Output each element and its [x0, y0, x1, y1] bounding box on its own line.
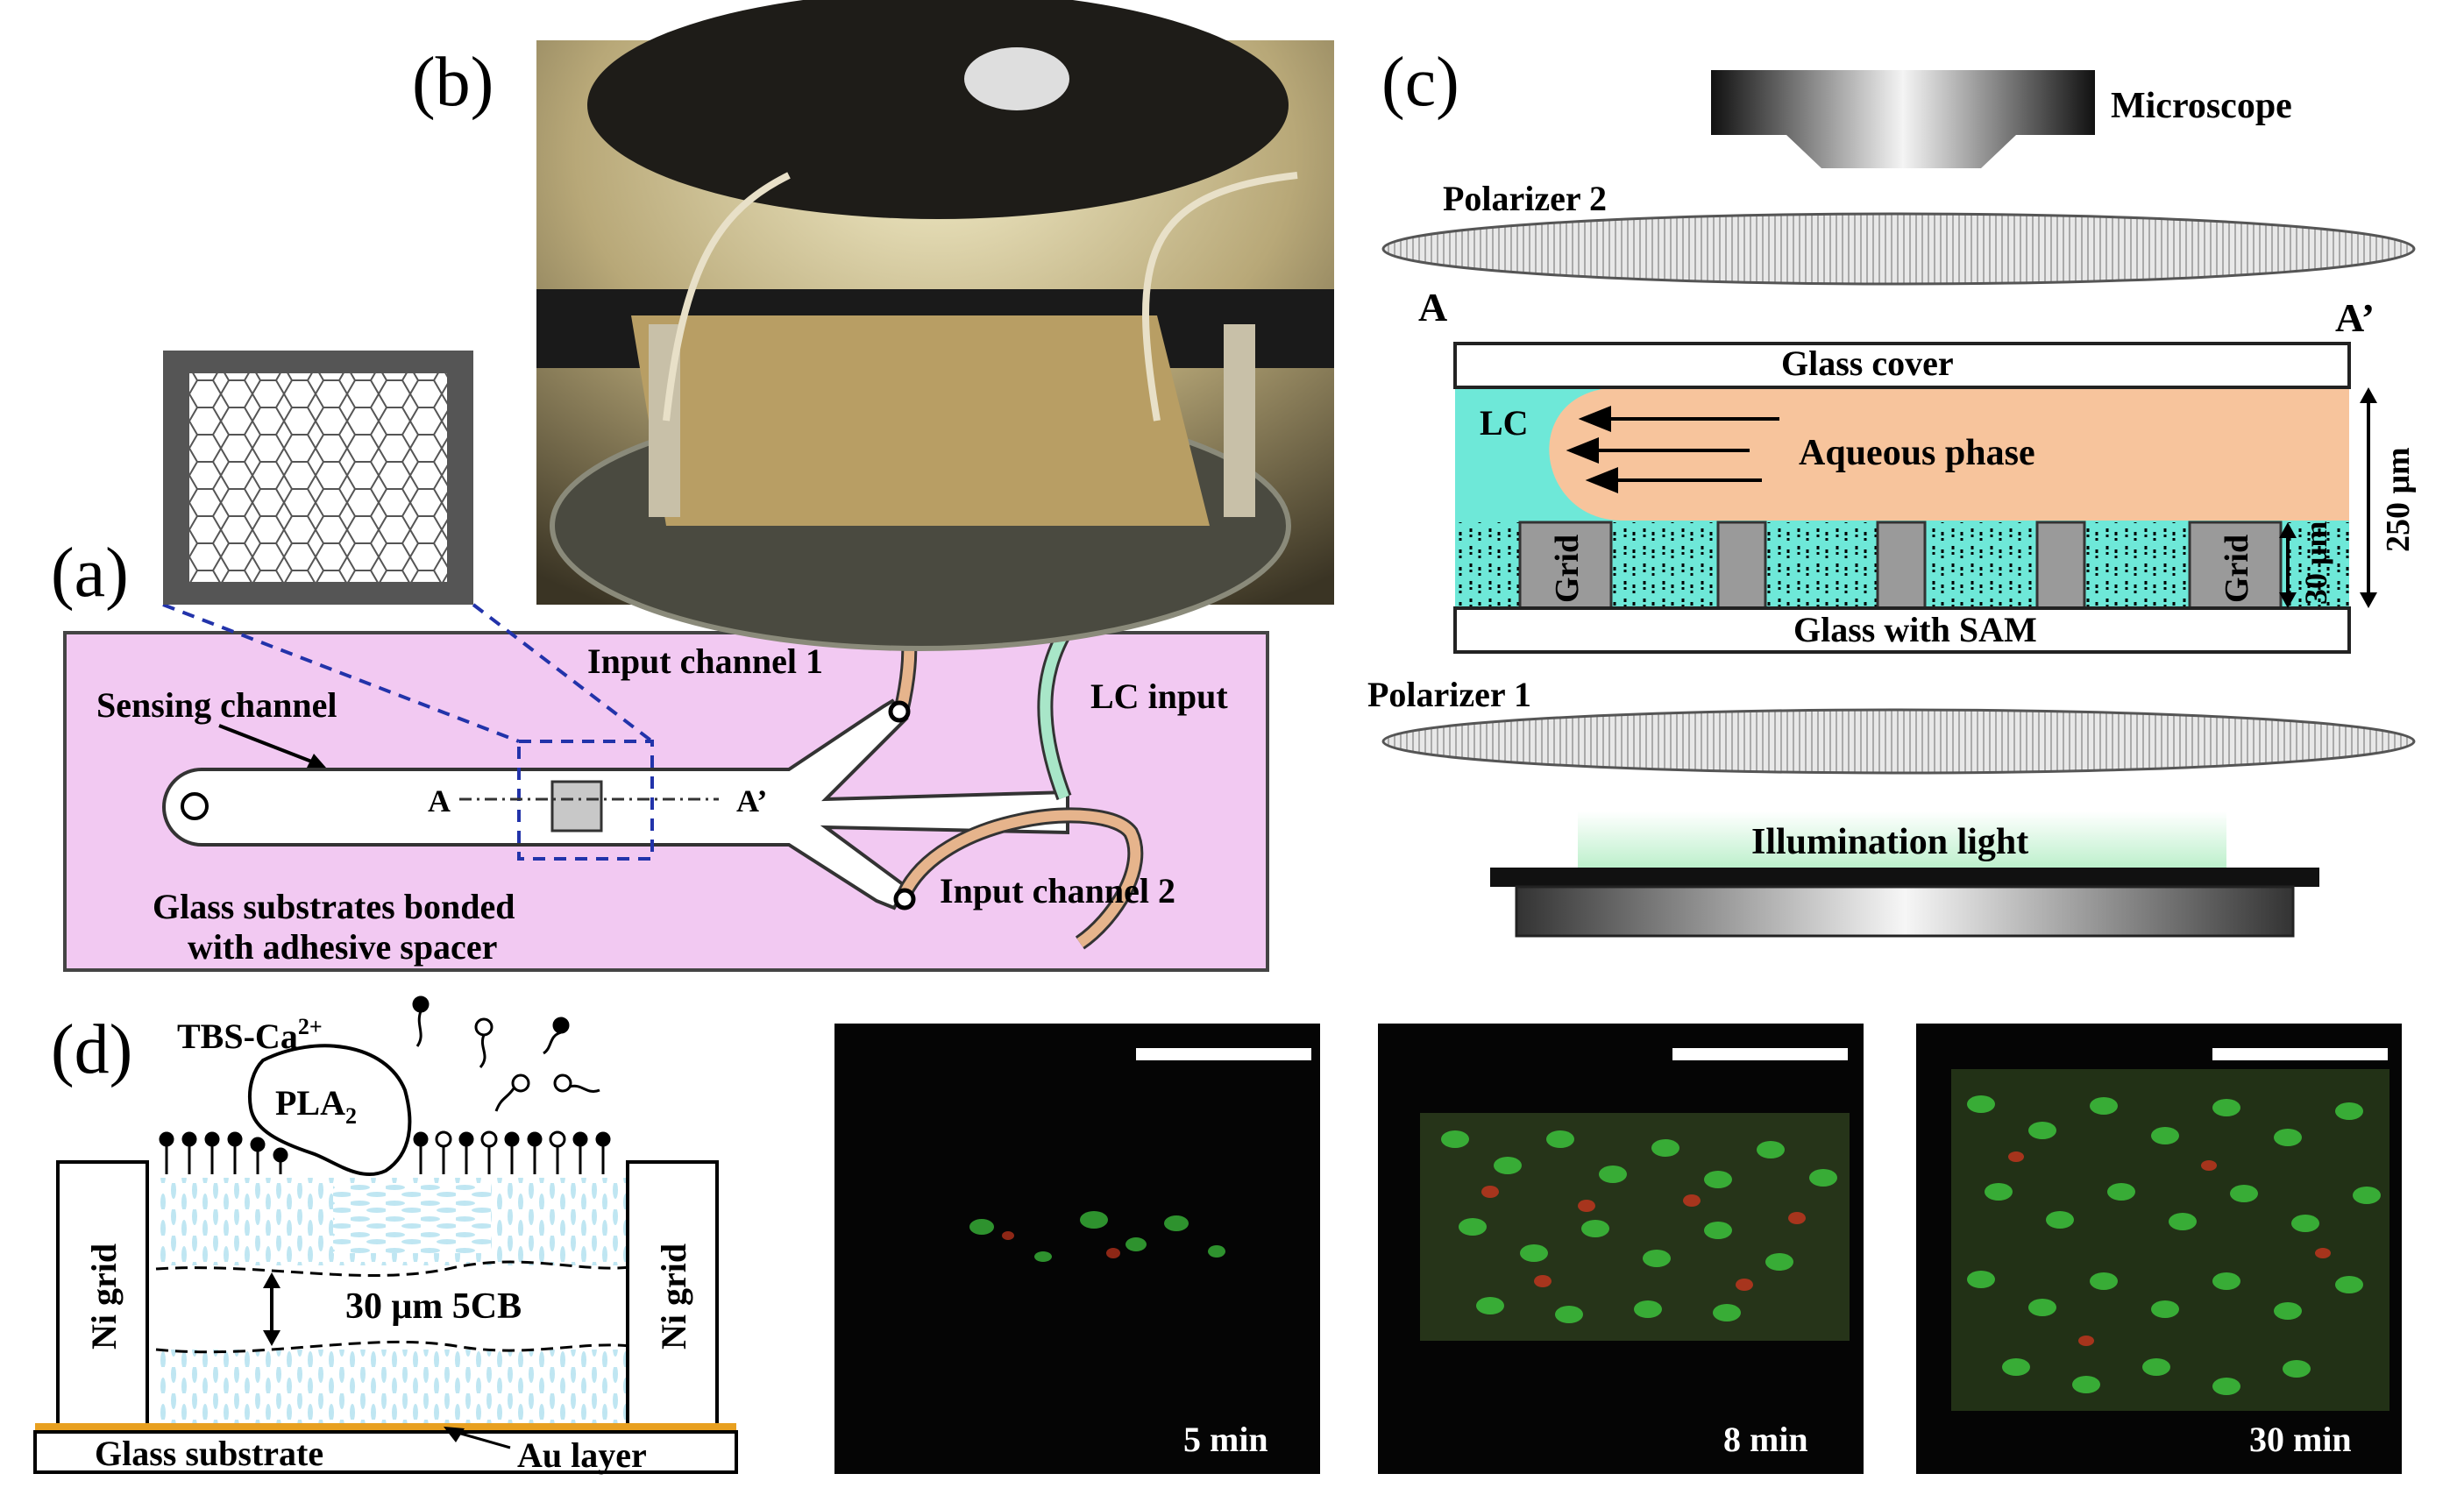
micrograph-5min-time: 5 min: [1183, 1420, 1268, 1459]
glass-with-sam-label: Glass with SAM: [1793, 610, 2037, 649]
glass-substrate-label: Glass substrate: [95, 1434, 323, 1473]
grid-label-left: Grid: [1549, 535, 1586, 603]
substrate-line2: with adhesive spacer: [188, 927, 497, 967]
micrograph-30min: 30 min: [1916, 1024, 2402, 1474]
label-d: (d): [51, 1011, 132, 1088]
microscope-label: Microscope: [2111, 86, 2292, 126]
micrograph-5min: 5 min: [834, 1024, 1320, 1474]
grid-label-right: Grid: [2219, 535, 2255, 603]
micrograph-8min-time: 8 min: [1723, 1420, 1808, 1459]
input-channel-1-label: Input channel 1: [587, 641, 823, 681]
label-a: (a): [51, 535, 129, 612]
ni-grid-label-left: Ni grid: [84, 1243, 124, 1350]
polarizer-2: [1381, 212, 2416, 286]
aqueous-phase-label: Aqueous phase: [1799, 433, 2035, 473]
pla2-enzyme: [248, 1044, 412, 1177]
lc-bottom-layer: [156, 1350, 631, 1427]
section-a-label-c: A: [1418, 285, 1447, 329]
panel-c: (c) Microscope Polarizer 2 A A’ Glass co…: [1367, 44, 2417, 938]
flow-arrows: [1566, 406, 1779, 493]
micrograph-strip: 5 min 8 min: [834, 1024, 2402, 1474]
glass-cover: [1453, 342, 2351, 389]
scale-bar: [2212, 1048, 2388, 1060]
micrograph-8min: 8 min: [1378, 1024, 1864, 1474]
dim-30-label: 30 μm: [2298, 521, 2333, 605]
glass-cover-label: Glass cover: [1781, 344, 1954, 383]
panel-d: (d) TBS-Ca2+ PLA2 30 μm 5CB: [33, 995, 738, 1475]
glass-substrate: [33, 1430, 738, 1474]
grid-region-marker: [550, 780, 603, 833]
light-source-base: [1515, 885, 2295, 938]
scale-bar: [1672, 1048, 1848, 1060]
light-source-top: [1490, 868, 2319, 887]
channel-outlet-hole: [181, 792, 209, 820]
lc-input-label: LC input: [1090, 677, 1228, 716]
polarizer-1: [1381, 708, 2416, 775]
section-a-prime-label-c: A’: [2335, 295, 2375, 340]
illumination-glow: [1578, 811, 2226, 868]
grid-posts: [1518, 521, 2283, 610]
section-a-label: A: [428, 783, 451, 818]
panel-b: (b): [412, 0, 1334, 651]
pla2-label: PLA2: [275, 1083, 357, 1129]
illumination-label: Illumination light: [1751, 822, 2028, 862]
au-layer: [35, 1423, 736, 1432]
label-c: (c): [1381, 44, 1459, 121]
micrograph-30min-time: 30 min: [2249, 1420, 2352, 1459]
polarizer-1-label: Polarizer 1: [1367, 675, 1531, 714]
scale-bar: [1136, 1048, 1311, 1060]
polarizer-2-label: Polarizer 2: [1443, 179, 1607, 218]
free-lipids: [412, 995, 600, 1112]
input-channel-2-label: Input channel 2: [940, 871, 1175, 910]
lc-label: LC: [1480, 403, 1529, 443]
ni-grid-left: [56, 1160, 149, 1427]
glass-with-sam: [1453, 606, 2351, 654]
ni-grid-right: [626, 1160, 719, 1427]
ni-grid-label-right: Ni grid: [654, 1243, 693, 1350]
tbs-label: TBS-Ca2+: [177, 1014, 323, 1056]
lipid-monolayer: [159, 1130, 611, 1174]
lc-layer-label: 30 μm 5CB: [345, 1286, 522, 1327]
sensing-channel-label: Sensing channel: [96, 685, 337, 725]
dim-250-label: 250 μm: [2380, 447, 2417, 552]
label-b: (b): [412, 44, 494, 121]
microscope-objective: [1711, 70, 2095, 168]
section-a-prime-label: A’: [736, 783, 767, 818]
substrate-line1: Glass substrates bonded: [153, 887, 515, 926]
au-layer-label: Au layer: [517, 1435, 647, 1475]
